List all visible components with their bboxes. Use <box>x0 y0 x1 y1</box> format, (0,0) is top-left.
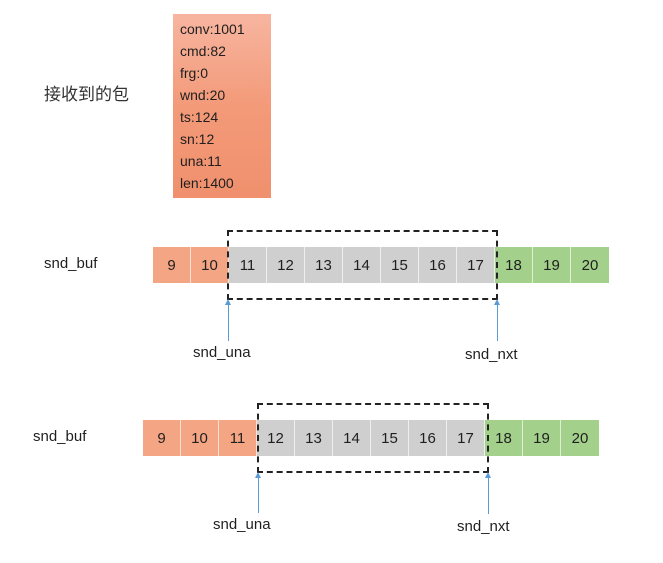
snd-buf-label-after: snd_buf <box>33 428 87 445</box>
buf-cell: 19 <box>523 420 561 456</box>
arrow-head-icon <box>494 299 500 305</box>
arrow-head-icon <box>255 472 261 478</box>
buf-cell: 11 <box>229 247 267 283</box>
buf-cell: 10 <box>181 420 219 456</box>
buf-cell: 10 <box>191 247 229 283</box>
buf-cell: 16 <box>409 420 447 456</box>
buf-cell: 15 <box>381 247 419 283</box>
received-packet-label: 接收到的包 <box>44 85 129 105</box>
packet-field-cmd: cmd:82 <box>180 43 226 59</box>
packet-field-una: una:11 <box>180 153 222 169</box>
packet-field-sn: sn:12 <box>180 131 215 147</box>
packet-field-ts: ts:124 <box>180 109 219 125</box>
snd-una-label-before: snd_una <box>193 344 251 361</box>
snd-buf-after: 9 10 11 12 13 14 15 16 17 18 19 20 <box>143 420 599 456</box>
buf-cell: 13 <box>295 420 333 456</box>
buf-cell: 12 <box>257 420 295 456</box>
buf-cell: 17 <box>447 420 485 456</box>
buf-cell: 13 <box>305 247 343 283</box>
packet-field-len: len:1400 <box>180 175 234 191</box>
packet-field-frg: frg:0 <box>180 65 209 81</box>
snd-nxt-arrow-before <box>494 299 500 341</box>
buf-cell: 14 <box>343 247 381 283</box>
packet-field-conv: conv:1001 <box>180 21 245 37</box>
snd-nxt-label-after: snd_nxt <box>457 518 510 535</box>
send-window-after <box>257 403 489 473</box>
buf-cell: 9 <box>153 247 191 283</box>
packet-header-box: conv:1001 cmd:82 frg:0 wnd:20 ts:124 sn:… <box>173 14 271 198</box>
buf-cell: 18 <box>485 420 523 456</box>
buf-cell: 14 <box>333 420 371 456</box>
snd-nxt-label-before: snd_nxt <box>465 346 518 363</box>
buf-cell: 15 <box>371 420 409 456</box>
arrow-head-icon <box>225 299 231 305</box>
buf-cell: 20 <box>571 247 609 283</box>
buf-cell: 11 <box>219 420 257 456</box>
buf-cell: 12 <box>267 247 305 283</box>
buf-cell: 20 <box>561 420 599 456</box>
buf-cell: 9 <box>143 420 181 456</box>
buf-cell: 17 <box>457 247 495 283</box>
snd-buf-before: 9 10 11 12 13 14 15 16 17 18 19 20 <box>153 247 609 283</box>
arrow-head-icon <box>485 472 491 478</box>
send-window-before <box>227 230 498 300</box>
buf-cell: 16 <box>419 247 457 283</box>
buf-cell: 18 <box>495 247 533 283</box>
buf-cell: 19 <box>533 247 571 283</box>
snd-buf-label-before: snd_buf <box>44 255 98 272</box>
snd-una-label-after: snd_una <box>213 516 271 533</box>
snd-una-arrow-after <box>255 472 261 513</box>
snd-una-arrow-before <box>225 299 231 341</box>
packet-field-wnd: wnd:20 <box>180 87 226 103</box>
snd-nxt-arrow-after <box>485 472 491 514</box>
